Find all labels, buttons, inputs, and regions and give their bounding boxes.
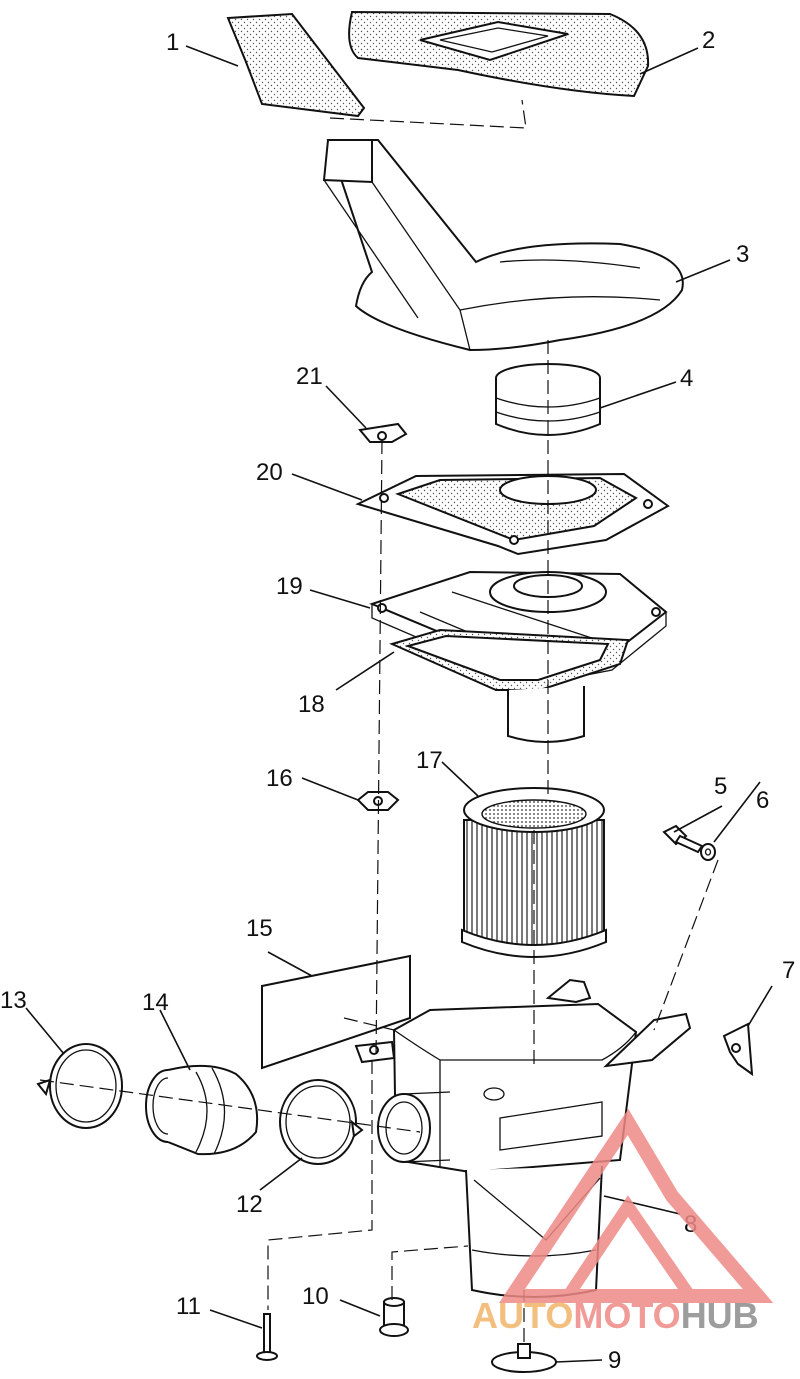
- watermark-text-auto: AUTO: [472, 1295, 573, 1336]
- callout-19: 19: [276, 573, 303, 600]
- part-1-foam-wedge: [226, 12, 366, 118]
- part-18-gasket: [389, 628, 630, 691]
- callout-13: 13: [0, 987, 27, 1014]
- callout-4: 4: [680, 365, 693, 392]
- part-2-foam-frame: [348, 10, 650, 98]
- part-7-bracket: [722, 1022, 754, 1077]
- part-14-inlet-boot: [145, 1064, 259, 1156]
- callout-11: 11: [176, 1293, 201, 1320]
- watermark-text-hub: HUB: [681, 1295, 759, 1336]
- watermark-logo: AUTOMOTOHUB: [472, 1108, 774, 1336]
- lid-outlet-tube: [507, 686, 585, 743]
- part-9-drain-plug: [491, 1343, 557, 1373]
- centerlines: [39, 340, 719, 1342]
- callout-16: 16: [266, 765, 293, 792]
- part-21-clip: [358, 422, 408, 443]
- callout-15: 15: [246, 915, 273, 942]
- part-15-decal: [261, 954, 411, 1070]
- callout-12: 12: [236, 1191, 263, 1218]
- watermark-triangle-inner: [556, 1195, 702, 1302]
- callout-6: 6: [756, 787, 769, 814]
- callout-20: 20: [256, 459, 283, 486]
- callout-5: 5: [714, 773, 727, 800]
- watermark-text-moto: MOTO: [573, 1295, 680, 1336]
- callout-14: 14: [142, 989, 169, 1016]
- part-8-air-box: [354, 978, 692, 1298]
- callout-10: 10: [302, 1283, 329, 1310]
- part-11-screw: [256, 1313, 278, 1361]
- callout-3: 3: [736, 241, 749, 268]
- callout-18: 18: [298, 691, 325, 718]
- part-20-top-plate: [355, 472, 670, 556]
- callout-1: 1: [166, 29, 179, 56]
- callout-9: 9: [608, 1347, 621, 1374]
- leader-lines: [25, 45, 773, 1363]
- callout-2: 2: [702, 27, 715, 54]
- part-3-intake-cover: [322, 139, 684, 352]
- part-10-grommet: [379, 1297, 409, 1337]
- watermark-text: AUTOMOTOHUB: [472, 1295, 759, 1336]
- callout-7: 7: [782, 957, 795, 984]
- callout-21: 21: [296, 363, 323, 390]
- centerline-foam: [329, 99, 527, 129]
- part-12-clamp: [279, 1079, 364, 1165]
- callout-17: 17: [416, 747, 443, 774]
- part-6-washer: [700, 843, 716, 861]
- part-5-bolt: [662, 824, 704, 854]
